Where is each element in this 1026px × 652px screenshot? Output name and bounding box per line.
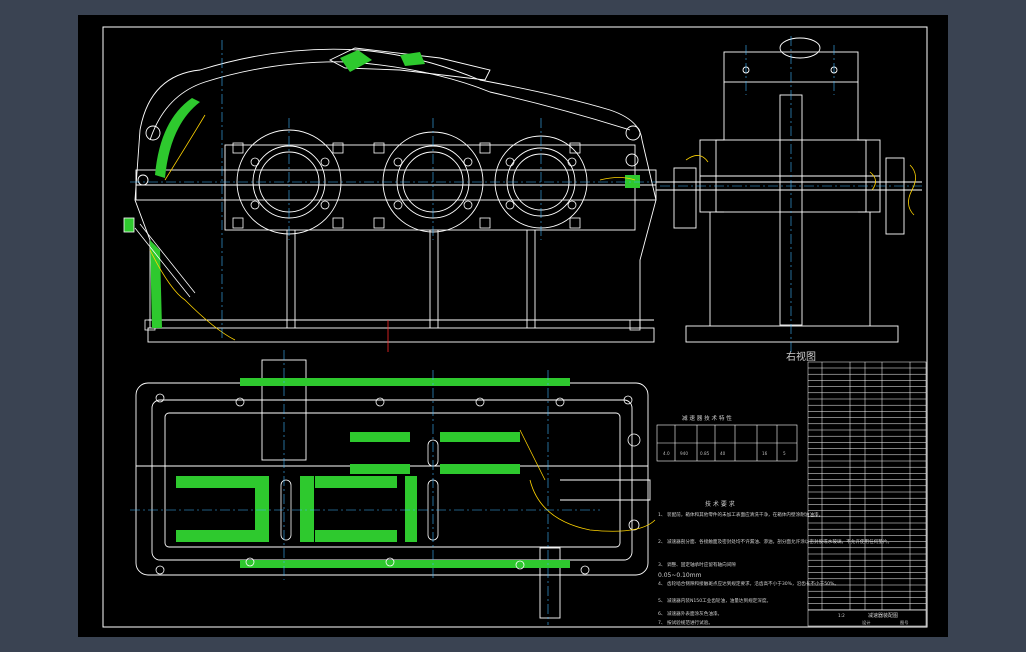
param-4: 16: [762, 451, 768, 456]
right-view-label: 右视图: [786, 350, 816, 363]
top-view: [135, 359, 651, 619]
tech-item-7: 7、 按试验规范进行试验。: [658, 619, 713, 626]
top-hidden: [519, 429, 656, 532]
top-centerlines: [130, 350, 600, 625]
title-block-name: 减速器装配图: [868, 612, 898, 619]
params-title: 减 速 器 技 术 特 性: [682, 414, 732, 422]
oil-dipstick: [123, 217, 196, 298]
param-0: 4.0: [663, 451, 670, 456]
tech-item-3b: 0.05~0.10mm: [658, 572, 702, 579]
title-block: 减速器装配图 设计 1:2 图号: [838, 612, 908, 626]
front-hidden: [149, 114, 636, 341]
tech-item-3: 3、 调整、固定轴承时应留有轴向间隙: [658, 561, 736, 568]
param-2: 0.85: [700, 451, 710, 456]
right-view: [656, 37, 922, 343]
param-3: 40: [720, 451, 726, 456]
params-table: 减 速 器 技 术 特 性 4.0 940 0.85 40 16 5: [656, 414, 798, 462]
top-section-fill: [176, 378, 570, 568]
title-block-sheet: 图号: [900, 620, 908, 626]
right-centerlines: [660, 36, 925, 352]
tech-item-2: 2、 减速器剖分面、各接触面及密封处均不许漏油、渗油，剖分面允许涂以密封胶或水玻…: [658, 538, 892, 545]
inner-border: [102, 26, 928, 628]
title-block-scale: 1:2: [838, 613, 845, 618]
tech-item-6: 6、 减速器外表面涂灰色油漆。: [658, 610, 722, 617]
parts-list: [807, 361, 927, 627]
param-5: 5: [783, 451, 786, 456]
tech-requirements: 技 术 要 求 1、 装配前，箱体和其他零件的未加工表面应清洗干净，在箱体内壁涂…: [658, 500, 892, 626]
title-block-designer: 设计: [862, 619, 870, 626]
right-hidden: [685, 155, 916, 216]
param-1: 940: [680, 451, 688, 456]
front-view: [134, 47, 657, 343]
tech-item-1: 1、 装配前，箱体和其他零件的未加工表面应清洗干净，在箱体内壁涂耐油油漆。: [658, 511, 823, 518]
tech-item-4: 4、 齿轮啮合侧隙和接触斑点应达到规定要求，沿齿高不小于30%，沿齿长不小于50…: [658, 580, 839, 587]
front-centerlines: [130, 40, 660, 340]
tech-item-5: 5、 减速器内装N150工业齿轮油，油量达到规定深度。: [658, 597, 771, 604]
tech-title: 技 术 要 求: [705, 500, 735, 508]
front-section-fill: [150, 50, 640, 328]
